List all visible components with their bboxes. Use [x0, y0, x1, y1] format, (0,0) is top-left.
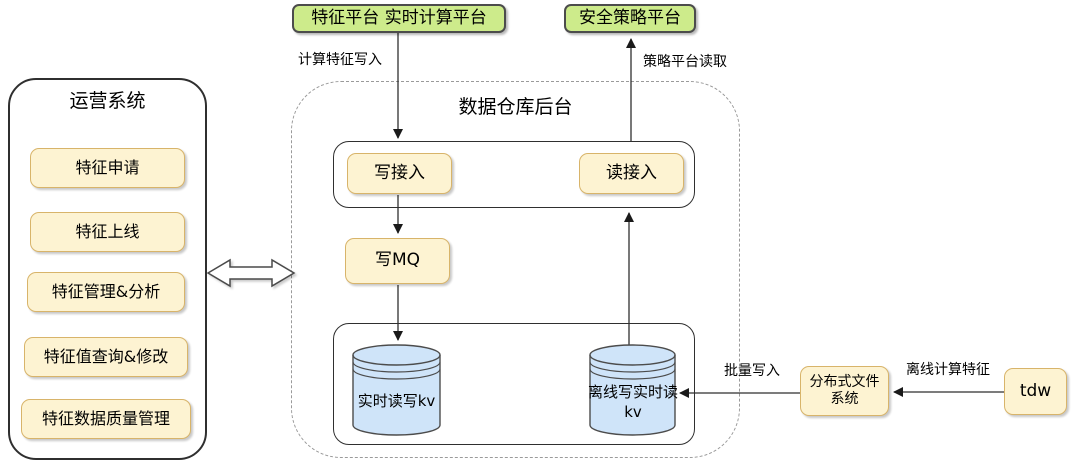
dfs-node: 分布式文件系统 [800, 366, 889, 416]
tdw-label: tdw [1019, 380, 1052, 401]
feature-platform-label: 特征平台 实时计算平台 [311, 7, 487, 28]
write-mq-node: 写MQ [345, 238, 450, 284]
ops-item-feature-quality: 特征数据质量管理 [21, 399, 191, 439]
feature-platform-node: 特征平台 实时计算平台 [292, 4, 506, 33]
ops-item-feature-query: 特征值查询&修改 [24, 337, 188, 377]
read-in-node: 读接入 [579, 153, 684, 194]
ops-item-feature-apply: 特征申请 [30, 148, 185, 188]
offline-kv-label: 离线写实时读kv [587, 383, 678, 421]
ops-item-label: 特征数据质量管理 [41, 409, 170, 428]
edge-label-batch-write: 批量写入 [724, 363, 780, 379]
tdw-node: tdw [1004, 368, 1067, 415]
ops-item-label: 特征申请 [75, 158, 140, 177]
edge-label-offline-compute-feature: 离线计算特征 [906, 362, 990, 378]
edge-label-compute-feature-write: 计算特征写入 [298, 52, 382, 68]
ops-item-label: 特征管理&分析 [51, 282, 161, 301]
write-in-node: 写接入 [347, 153, 452, 194]
ops-system-panel [8, 78, 207, 460]
write-mq-label: 写MQ [374, 250, 421, 271]
dfs-label: 分布式文件系统 [809, 373, 880, 408]
write-in-label: 写接入 [374, 162, 425, 183]
read-in-label: 读接入 [606, 162, 657, 183]
ops-panel-title: 运营系统 [69, 90, 146, 112]
bidirectional-arrow [206, 258, 296, 288]
ops-item-feature-manage: 特征管理&分析 [27, 272, 185, 312]
realtime-kv-label: 实时读写kv [357, 392, 436, 410]
ops-item-label: 特征上线 [75, 222, 140, 241]
edge-label-policy-platform-read: 策略平台读取 [643, 54, 727, 70]
security-platform-label: 安全策略平台 [579, 7, 681, 28]
ops-item-feature-launch: 特征上线 [30, 212, 185, 252]
security-platform-node: 安全策略平台 [564, 4, 696, 33]
warehouse-title: 数据仓库后台 [458, 96, 573, 118]
ops-item-label: 特征值查询&修改 [43, 347, 169, 366]
